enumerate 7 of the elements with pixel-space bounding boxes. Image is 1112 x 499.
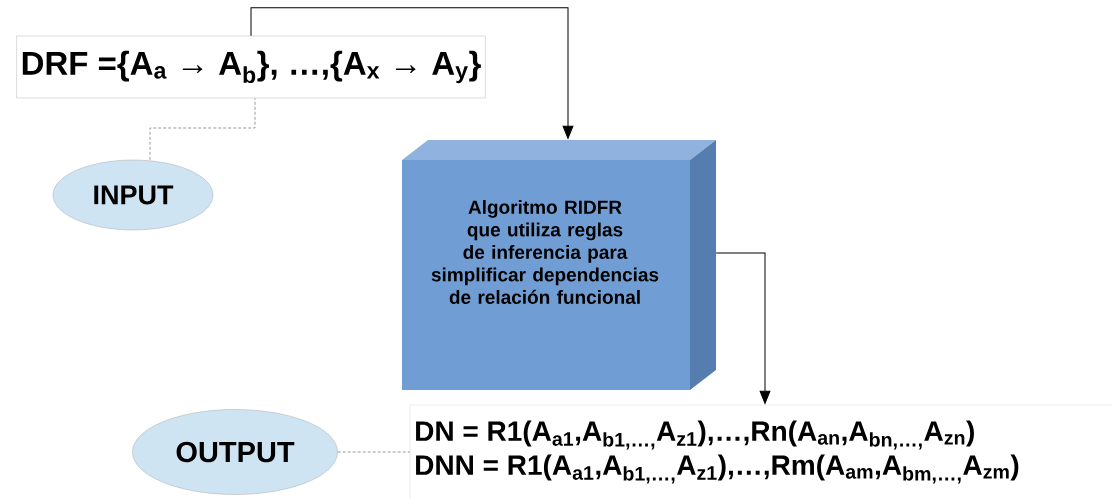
connector: [149, 97, 256, 161]
connector: [715, 252, 771, 404]
formula-box: DRF ={A$_{a}$ → A$_{b}$}, …,{A$_{x}$ → A$_{y}$}: [16, 35, 486, 99]
connector: [337, 451, 411, 453]
connector: [250, 7, 574, 139]
process-cube: Algoritmo RIDFR que utiliza reglas de inferencia para simplificar dependencias de relación funcional: [402, 140, 716, 390]
output-box: DN = R1(A$_{a1}$,A$_{b1,…,}$A$_{z1}$),…,Rn(A$_{an}$,A$_{bn,…,}$A$_{zn}$) DNN = R1(A$_{a1}$,A$_{b1,…,}$A$_{z1}$),…,Rm(A$_{am}$,A$_{bm,…,}$A$_{zm}$): [409, 404, 1112, 499]
